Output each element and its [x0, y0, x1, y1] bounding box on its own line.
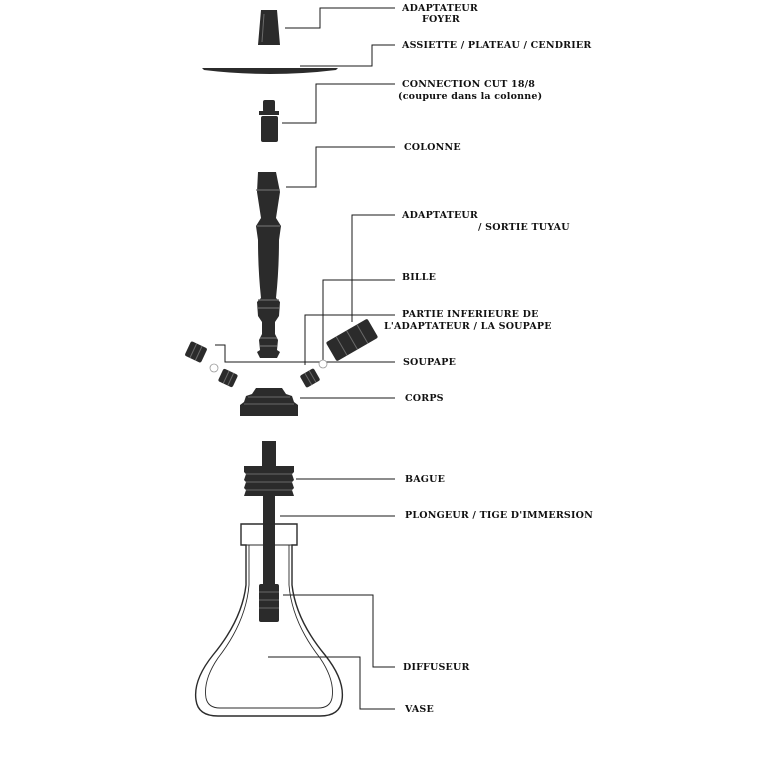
diffuser: [259, 584, 279, 622]
leader-soupape: [215, 344, 395, 363]
grommet-bague: [244, 466, 294, 496]
label-partie-inferieure-2: L'ADAPTATEUR / LA SOUPAPE: [384, 321, 552, 332]
label-adaptateur-sortie-2: / SORTIE TUYAU: [478, 222, 570, 233]
leader-adaptateur-foyer: [285, 7, 395, 29]
label-partie-inferieure-1: PARTIE INFERIEURE DE: [402, 309, 539, 320]
label-connection-cut-2: (coupure dans la colonne): [398, 91, 543, 102]
foyer-adapter: [258, 10, 280, 45]
label-assiette: ASSIETTE / PLATEAU / CENDRIER: [402, 40, 592, 51]
body-corps: [240, 388, 298, 416]
downstem-top: [262, 441, 276, 467]
label-connection-cut-1: CONNECTION CUT 18/8: [402, 79, 536, 90]
ball-left: [209, 363, 219, 373]
connection-cut-ring: [259, 111, 279, 115]
leader-adaptateur-sortie: [351, 214, 395, 322]
label-soupape: SOUPAPE: [403, 357, 457, 368]
label-adaptateur-sortie-1: ADAPTATEUR: [402, 210, 479, 221]
leader-connection-cut: [282, 83, 395, 124]
leader-diffuseur: [283, 594, 395, 668]
leader-bille: [322, 279, 395, 360]
connection-cut-top: [263, 100, 275, 112]
ball-right: [318, 359, 328, 369]
foyer-adapter-shine: [261, 13, 265, 43]
label-bague: BAGUE: [405, 474, 446, 485]
label-colonne: COLONNE: [404, 142, 461, 153]
vase-inner: [205, 545, 333, 709]
label-plongeur: PLONGEUR / TIGE D'IMMERSION: [405, 510, 593, 521]
leader-assiette: [300, 44, 395, 67]
leader-colonne: [286, 146, 395, 188]
label-adaptateur-foyer-2: FOYER: [422, 14, 460, 25]
leader-partie-inferieure: [304, 314, 395, 365]
valve-right: [300, 368, 320, 388]
label-bille: BILLE: [402, 272, 437, 283]
vase-outline: [194, 523, 344, 717]
downstem: [263, 496, 275, 584]
ash-plate: [202, 68, 338, 74]
label-corps: CORPS: [405, 393, 444, 404]
label-diffuseur: DIFFUSEUR: [403, 662, 470, 673]
label-vase: VASE: [405, 704, 434, 715]
leader-vase: [268, 656, 395, 710]
stem-column: [256, 172, 281, 358]
connection-cut-body: [261, 116, 278, 142]
label-adaptateur-foyer-1: ADAPTATEUR: [402, 3, 479, 14]
